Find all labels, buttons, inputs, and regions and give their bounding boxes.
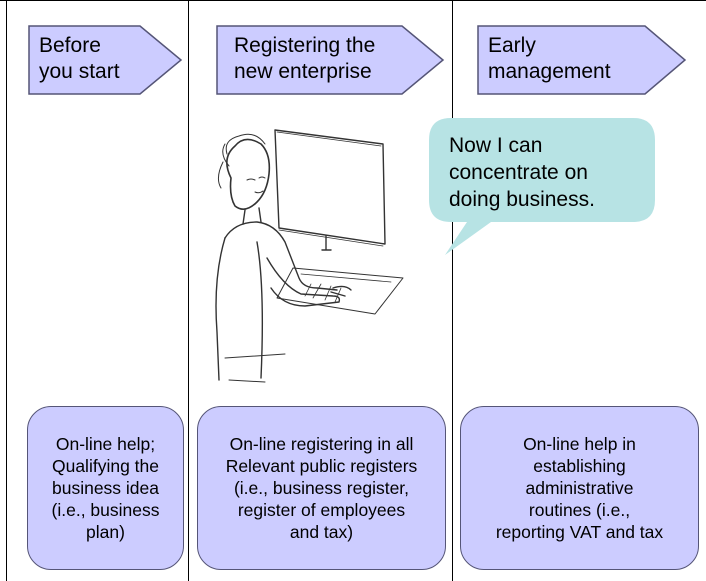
speech-bubble: Now I can concentrate on doing business. — [429, 118, 655, 255]
stage-arrow-label: Before you start — [39, 34, 120, 83]
stage-description-box-before: On-line help; Qualifying the business id… — [27, 406, 184, 570]
speech-bubble-text: Now I can concentrate on doing business. — [449, 134, 595, 211]
stage-arrow-label: Early management — [488, 34, 611, 83]
stage-arrow-label: Registering the new enterprise — [234, 34, 376, 83]
person-at-computer-sketch-icon — [205, 118, 420, 403]
stage-description-box-registering: On-line registering in all Relevant publ… — [197, 406, 446, 570]
column-divider-2 — [452, 0, 453, 581]
column-divider-1 — [188, 0, 189, 581]
stage-arrow-early-management: Early management — [477, 25, 687, 95]
top-border — [0, 0, 706, 1]
left-border — [6, 0, 7, 581]
stage-arrow-before-you-start: Before you start — [28, 25, 183, 95]
stage-description-box-early-management: On-line help in establishing administrat… — [460, 406, 699, 570]
stage-arrow-registering: Registering the new enterprise — [216, 25, 445, 95]
